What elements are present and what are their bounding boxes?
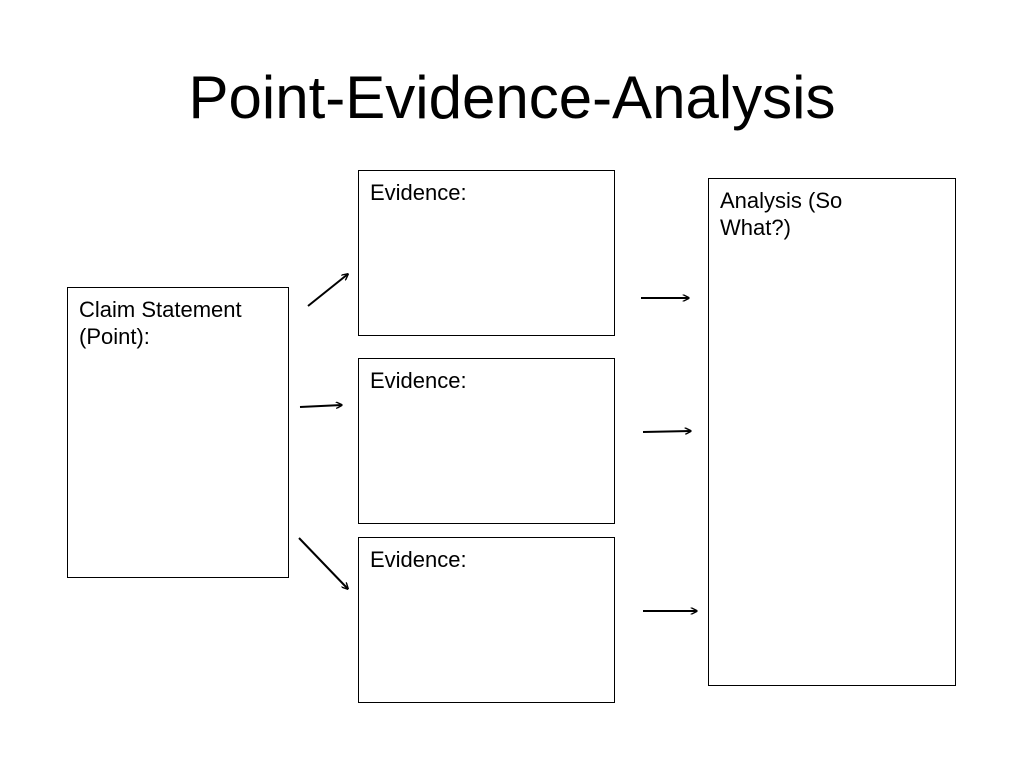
claim-statement-box: Claim Statement (Point): bbox=[67, 287, 289, 578]
arrow-claim-to-evidence-3 bbox=[298, 537, 348, 589]
evidence-box-1: Evidence: bbox=[358, 170, 615, 336]
evidence-label-3: Evidence: bbox=[370, 547, 467, 572]
arrow-claim-to-evidence-1 bbox=[307, 274, 348, 307]
arrow-claim-to-evidence-2 bbox=[299, 405, 342, 407]
evidence-box-3: Evidence: bbox=[358, 537, 615, 703]
analysis-label: Analysis (So What?) bbox=[720, 188, 843, 240]
evidence-label-2: Evidence: bbox=[370, 368, 467, 393]
evidence-label-1: Evidence: bbox=[370, 180, 467, 205]
claim-statement-label: Claim Statement (Point): bbox=[79, 297, 242, 349]
evidence-box-2: Evidence: bbox=[358, 358, 615, 524]
slide-title: Point-Evidence-Analysis bbox=[188, 64, 836, 131]
analysis-box: Analysis (So What?) bbox=[708, 178, 956, 686]
arrow-evidence-2-to-analysis bbox=[642, 431, 691, 432]
